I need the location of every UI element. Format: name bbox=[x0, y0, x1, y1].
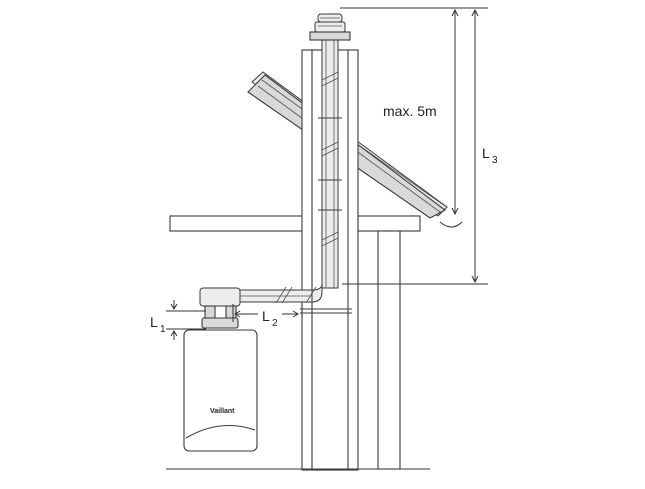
boiler: Vaillant bbox=[183, 329, 258, 452]
dimension-max-5m: max. 5m bbox=[383, 8, 463, 228]
brand-label: Vaillant bbox=[210, 408, 235, 415]
terminal-cap bbox=[309, 13, 351, 41]
l2-label: L bbox=[262, 308, 270, 324]
boiler-body bbox=[183, 329, 258, 452]
dimension-l3: L 3 bbox=[340, 7, 498, 285]
max-height-label: max. 5m bbox=[383, 103, 437, 119]
dimension-l2: L 2 bbox=[232, 304, 299, 329]
flue-horizontal bbox=[199, 283, 352, 329]
l1-subscript: 1 bbox=[160, 324, 166, 335]
flue-pipe bbox=[321, 39, 339, 289]
dimension-l1: L 1 bbox=[150, 300, 206, 340]
l3-label: L bbox=[482, 145, 490, 161]
l1-label: L bbox=[150, 314, 158, 330]
roof-edge-marker bbox=[439, 221, 463, 228]
boiler-flue-adapter bbox=[199, 287, 241, 307]
boiler-front-curve bbox=[185, 425, 256, 439]
ceiling-left bbox=[169, 215, 307, 232]
l3-subscript: 3 bbox=[492, 155, 498, 166]
flue-pipe-vertical bbox=[318, 39, 342, 289]
l2-subscript: 2 bbox=[272, 318, 278, 329]
ceiling-right bbox=[357, 215, 421, 232]
wall-right bbox=[377, 230, 401, 470]
